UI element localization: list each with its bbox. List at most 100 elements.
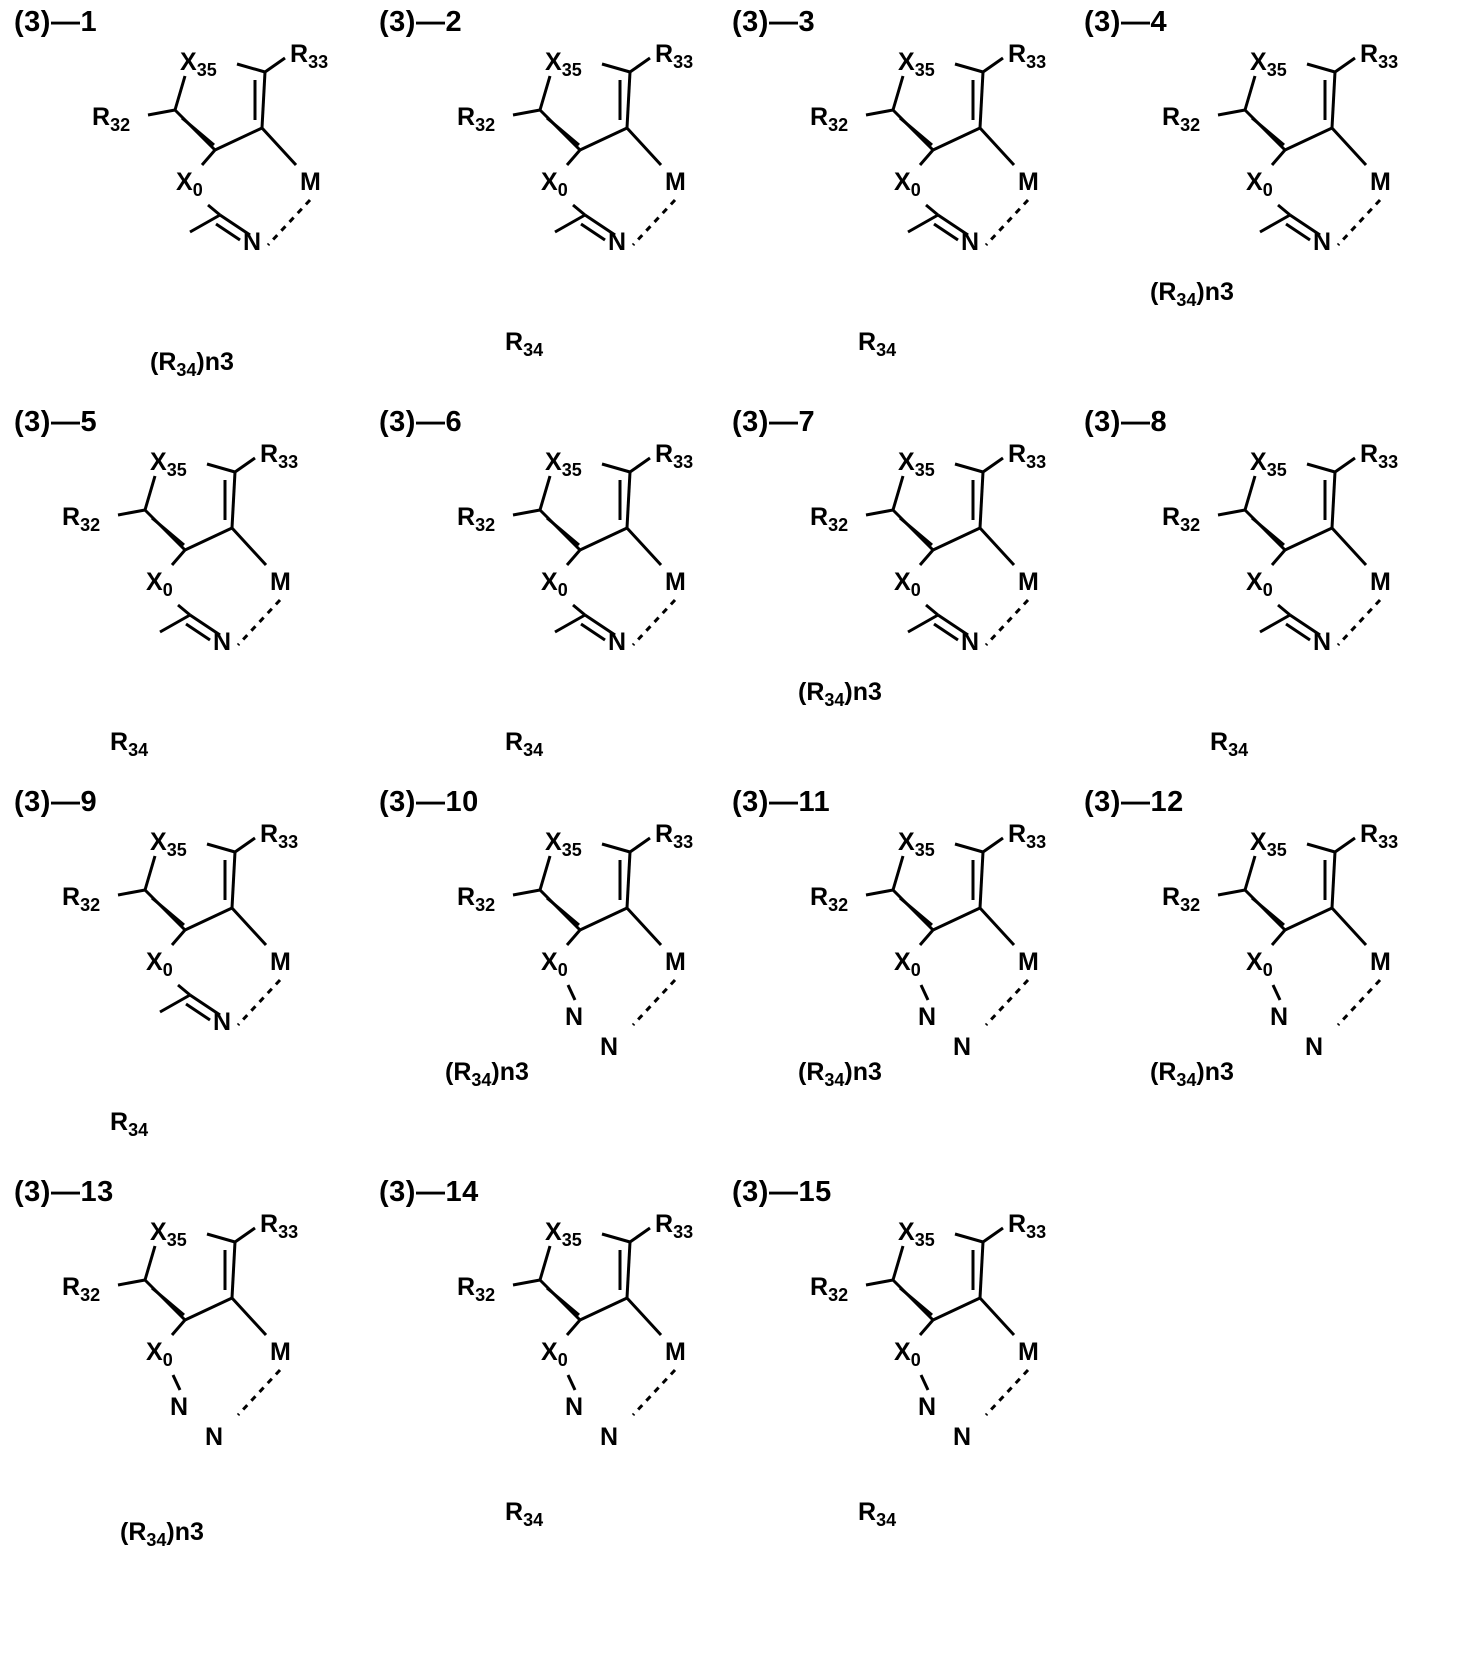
atom-label: X0 — [894, 168, 921, 200]
bond — [1285, 528, 1332, 550]
atom-label: N — [961, 228, 979, 256]
atom-label: R33 — [260, 440, 298, 472]
bond — [920, 930, 933, 945]
bond — [237, 64, 265, 72]
bond — [908, 215, 938, 232]
bond — [1332, 908, 1366, 945]
bond — [540, 476, 550, 510]
bond — [980, 1242, 983, 1298]
atom-label: M — [1370, 948, 1391, 976]
atom-label: X35 — [545, 448, 582, 480]
atom-label: R34 — [505, 1498, 543, 1530]
bond — [630, 1228, 650, 1242]
bond — [262, 128, 296, 165]
bond — [567, 550, 580, 565]
atom-label: M — [1018, 948, 1039, 976]
bond — [540, 856, 550, 890]
atom-label: R33 — [260, 1210, 298, 1242]
atom-label: R33 — [655, 440, 693, 472]
bond — [900, 118, 932, 145]
atom-label: N — [608, 228, 626, 256]
atom-label: X35 — [898, 448, 935, 480]
structure-3: (3)—3X35R33R32X0MNR34 — [718, 0, 1086, 400]
bond — [1278, 605, 1290, 615]
bond — [172, 1320, 185, 1335]
coordination-bond — [986, 980, 1028, 1025]
bond — [983, 58, 1003, 72]
bond — [933, 128, 980, 150]
atom-label: X0 — [541, 948, 568, 980]
bond — [1332, 852, 1335, 908]
bond — [980, 472, 983, 528]
atom-label: M — [665, 568, 686, 596]
atom-label: (R34)n3 — [798, 678, 882, 710]
bond — [1307, 844, 1335, 852]
bond — [1332, 128, 1366, 165]
atom-label: (R34)n3 — [1150, 278, 1234, 310]
coordination-bond — [268, 200, 310, 245]
bond — [567, 930, 580, 945]
atom-label: R34 — [858, 1498, 896, 1530]
bond — [1252, 898, 1284, 925]
bond — [1260, 215, 1290, 232]
bond — [1335, 838, 1355, 852]
bond — [630, 458, 650, 472]
bond — [190, 215, 220, 232]
structure-10: (3)—10X35R33R32X0MNN(R34)n3 — [365, 780, 733, 1180]
coordination-bond — [633, 600, 675, 645]
atom-label: X35 — [545, 1218, 582, 1250]
atom-label: X35 — [898, 48, 935, 80]
atom-label: X35 — [1250, 48, 1287, 80]
atom-label: (R34)n3 — [1150, 1058, 1234, 1090]
bond — [893, 76, 903, 110]
coordination-bond — [238, 980, 280, 1025]
bond — [602, 844, 630, 852]
bond — [866, 890, 893, 895]
bond — [920, 1320, 933, 1335]
atom-label: X35 — [545, 48, 582, 80]
atom-label: R33 — [1008, 40, 1046, 72]
bond — [208, 205, 220, 215]
bond — [926, 205, 938, 215]
atom-label: R33 — [260, 820, 298, 852]
atom-label: N — [608, 628, 626, 656]
atom-label: R34 — [505, 328, 543, 360]
atom-label: N — [243, 228, 261, 256]
atom-label: R32 — [1162, 103, 1200, 135]
bond — [1218, 110, 1245, 115]
bond — [866, 1280, 893, 1285]
coordination-bond — [633, 980, 675, 1025]
bond — [627, 128, 661, 165]
atom-label: X0 — [176, 168, 203, 200]
atom-label: R33 — [655, 820, 693, 852]
bond — [1335, 58, 1355, 72]
bond — [202, 150, 215, 165]
bond — [148, 110, 175, 115]
bond — [893, 856, 903, 890]
atom-label: M — [665, 1338, 686, 1366]
bond — [232, 1242, 235, 1298]
atom-label: N — [1313, 628, 1331, 656]
atom-label: R33 — [1008, 820, 1046, 852]
bond — [955, 844, 983, 852]
atom-label: N — [565, 1393, 583, 1421]
atom-label: R32 — [810, 103, 848, 135]
coordination-bond — [238, 1370, 280, 1415]
bond — [627, 72, 630, 128]
bond — [567, 150, 580, 165]
atom-label: R34 — [858, 328, 896, 360]
bond — [118, 1280, 145, 1285]
bond — [172, 550, 185, 565]
atom-label: N — [213, 628, 231, 656]
bond — [265, 58, 285, 72]
atom-label: R32 — [62, 503, 100, 535]
bond — [568, 985, 575, 1000]
bond — [1335, 458, 1355, 472]
atom-label: M — [300, 168, 321, 196]
bond — [207, 464, 235, 472]
bond — [580, 128, 627, 150]
atom-label: X35 — [545, 828, 582, 860]
bond — [1272, 550, 1285, 565]
atom-label: X35 — [150, 828, 187, 860]
bond — [580, 908, 627, 930]
